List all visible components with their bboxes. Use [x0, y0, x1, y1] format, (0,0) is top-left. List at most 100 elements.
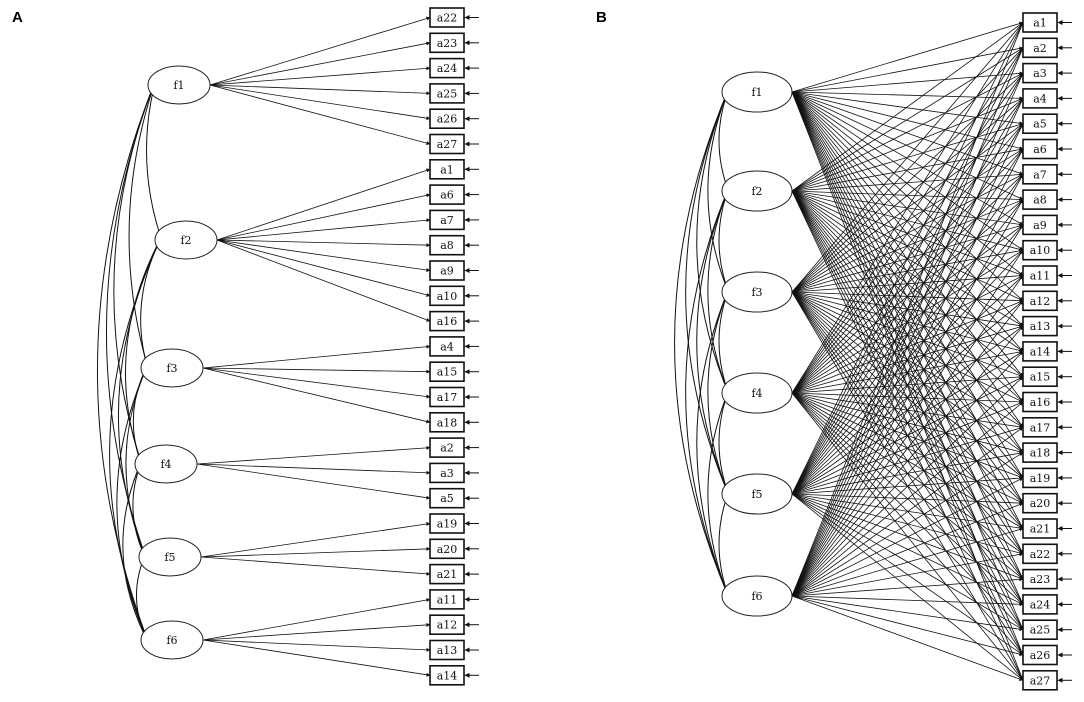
indicator-box: [429, 563, 465, 585]
indicator-label: a12: [1030, 295, 1051, 308]
indicator-label: a22: [1030, 548, 1051, 561]
indicator-box: [429, 108, 465, 129]
indicator-label: a4: [1033, 92, 1047, 105]
loading-f6-a5: [791, 123, 1024, 597]
factor-ellipse: [721, 170, 793, 212]
indicator-a16: a16: [429, 310, 479, 332]
indicator-a10: a10: [429, 285, 479, 307]
indicator-box: [1022, 442, 1058, 463]
indicator-a25: a25: [1022, 619, 1072, 641]
indicator-a15: a15: [429, 361, 479, 383]
indicator-box: [429, 7, 465, 28]
loading-f6-a4: [791, 98, 1024, 597]
indicator-label: a9: [1033, 219, 1047, 232]
indicator-label: a17: [437, 391, 458, 404]
covariance-f3-f6: [696, 285, 731, 601]
indicator-label: a11: [437, 593, 458, 606]
indicator-box: [429, 411, 465, 433]
loading-f2-a4: [791, 97, 1024, 192]
loading-f1-a27: [791, 91, 1024, 681]
indicator-a6: a6: [1022, 138, 1072, 160]
indicator-label: a24: [437, 62, 458, 75]
loading-f5-a3: [791, 72, 1024, 495]
loading-f1-a23: [209, 41, 431, 86]
loading-f5-a20: [200, 546, 431, 558]
indicator-label: a23: [437, 37, 458, 50]
loading-f6-a25: [791, 595, 1024, 632]
loading-f6-a20: [791, 502, 1024, 597]
loading-f6-a3: [791, 72, 1024, 597]
covariance-f1-f5: [685, 85, 731, 499]
indicator-box: [1022, 467, 1058, 489]
indicator-label: a2: [1033, 42, 1047, 55]
factor-label: f2: [180, 234, 191, 247]
loading-f1-a1: [791, 21, 1024, 93]
indicator-label: a21: [1030, 523, 1051, 536]
indicator-box: [429, 589, 465, 610]
indicator-a13: a13: [429, 639, 479, 661]
loading-f3-a2: [791, 47, 1024, 293]
loading-f1-a24: [209, 66, 431, 86]
loading-f1-a16: [791, 91, 1024, 403]
loading-f6-a8: [791, 199, 1024, 597]
loading-f2-a10: [216, 239, 431, 297]
factor-label: f3: [751, 286, 762, 299]
indicator-a21: a21: [429, 563, 479, 585]
factor-label: f6: [166, 634, 177, 647]
indicator-box: [1022, 214, 1058, 236]
loading-f2-a2: [791, 47, 1024, 192]
indicator-label: a13: [437, 644, 458, 657]
indicator-label: a8: [1033, 194, 1047, 207]
indicator-a11: a11: [429, 589, 479, 610]
covariance-f4-f6: [122, 457, 150, 645]
indicator-label: a4: [440, 340, 454, 353]
indicator-a19: a19: [1022, 467, 1072, 489]
indicator-box: [1022, 518, 1058, 539]
loading-f6-a2: [791, 47, 1024, 597]
indicator-a18: a18: [429, 411, 479, 433]
indicator-a11: a11: [1022, 265, 1072, 286]
factor-ellipse: [138, 537, 202, 577]
panel-b: Bf1f2f3f4f5f6a1a2a3a4a5a6a7a8a9a10a11a12…: [596, 9, 1072, 691]
factor-ellipse: [140, 620, 204, 660]
indicator-label: a11: [1030, 270, 1051, 283]
indicator-a17: a17: [429, 386, 479, 408]
factor-f6: f6: [721, 575, 793, 617]
indicator-a3: a3: [429, 462, 479, 484]
indicator-box: [1022, 189, 1058, 210]
loading-f3-a1: [791, 22, 1024, 293]
covariance-f2-f5: [696, 184, 731, 499]
indicator-a25: a25: [429, 83, 479, 104]
loading-f1-a22: [209, 16, 431, 86]
factor-ellipse: [721, 473, 793, 515]
indicator-label: a6: [1033, 143, 1047, 156]
indicator-a2: a2: [1022, 37, 1072, 59]
indicator-box: [429, 159, 465, 180]
loading-f4-a5: [196, 463, 431, 500]
loading-f6-a22: [791, 552, 1024, 597]
loading-f4-a3: [196, 463, 431, 475]
indicator-a22: a22: [429, 7, 479, 28]
factor-label: f2: [751, 185, 762, 198]
indicator-box: [1022, 669, 1058, 691]
indicator-a7: a7: [429, 209, 479, 231]
covariance-f1-f6: [674, 85, 731, 601]
indicator-label: a18: [1030, 447, 1051, 460]
loading-f6-a21: [791, 527, 1024, 597]
loading-f5-a4: [791, 98, 1024, 495]
indicator-label: a12: [437, 619, 458, 632]
indicator-a15: a15: [1022, 366, 1072, 388]
indicator-box: [429, 310, 465, 332]
factor-label: f6: [751, 590, 762, 603]
loading-f2-a3: [791, 72, 1024, 192]
loading-f3-a17: [202, 367, 431, 399]
loading-f2-a1: [216, 168, 431, 241]
indicator-label: a20: [437, 543, 458, 556]
indicator-box: [429, 462, 465, 484]
indicator-label: a25: [1030, 624, 1051, 637]
indicator-box: [429, 639, 465, 661]
indicator-box: [1022, 568, 1058, 590]
loading-f6-a26: [791, 595, 1024, 657]
